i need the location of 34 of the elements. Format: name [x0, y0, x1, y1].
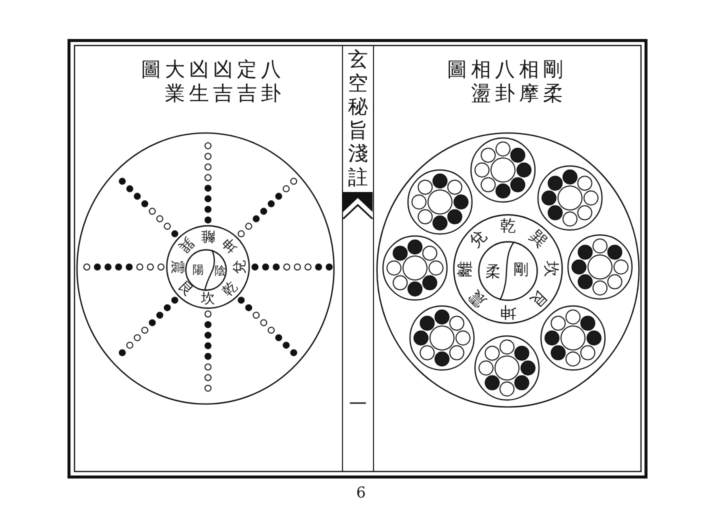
circle-cluster [474, 335, 540, 401]
character-label: 陽 [192, 264, 204, 276]
figure-title: 剛柔相摩八卦相盪圖 [446, 58, 564, 105]
trigram-name: 兌 [466, 227, 489, 250]
book-title: 玄空秘旨淺註 [347, 48, 369, 189]
character-label: 剛 [514, 262, 528, 278]
trigram-name: 艮 [176, 279, 196, 300]
character-label: 陰 [214, 265, 226, 277]
title-column [342, 46, 374, 472]
folio-number: 一 [349, 396, 367, 414]
circle-cluster [537, 165, 603, 231]
circle-cluster [567, 234, 633, 300]
circle-cluster [470, 137, 536, 203]
trigram-name: 艮 [527, 288, 550, 311]
trigram-name: 震 [466, 288, 489, 311]
ring [166, 225, 250, 309]
trigram-name: 離 [201, 228, 215, 242]
character-label: 柔 [486, 264, 500, 280]
trigram-name: 兌 [232, 260, 246, 274]
page-number: 6 [356, 486, 366, 500]
trigram-name: 震 [170, 260, 184, 274]
trigram-name: 乾 [220, 279, 240, 300]
trigram-name: 坤 [500, 304, 516, 320]
trigram-name: 離 [457, 261, 473, 277]
trigram-name: 乾 [500, 218, 516, 234]
trigram-name: 坤 [220, 234, 240, 255]
trigram-name: 坎 [201, 292, 215, 306]
ring [453, 214, 563, 324]
circle-cluster [382, 235, 448, 301]
trigram-name: 坎 [543, 261, 559, 277]
circle-cluster [540, 305, 606, 371]
trigram-name: 巽 [176, 234, 196, 255]
trigram-name: 巽 [527, 227, 550, 250]
figure-title: 八卦定吉凶吉凶生大業圖 [140, 58, 282, 105]
